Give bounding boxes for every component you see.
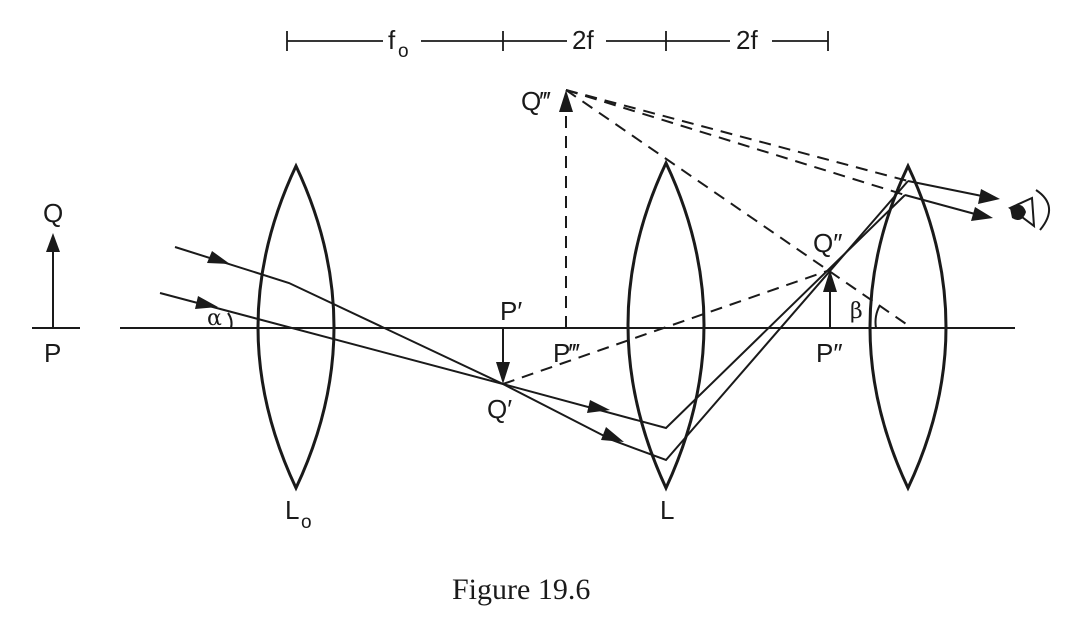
ray-upper-arrow-2 [601,427,624,442]
third-image: Q‴ P‴ [521,86,580,368]
label-third-image-base: P‴ [553,338,580,368]
label-second-image-top: Q″ [813,228,842,258]
emergent-ray-arrow-1 [978,189,1000,204]
label-middle-lens: L [660,495,674,525]
emergent-ray-arrow-2 [971,207,993,221]
label-alpha: α [207,306,222,331]
label-first-image-top: Q′ [487,394,512,424]
dashed-line-q3-upper [565,89,909,182]
ray-upper-arrow-1 [207,251,230,264]
label-object-top: Q [43,198,63,228]
scale-label-2f-second: 2f [736,25,758,55]
eye-icon [1008,189,1050,231]
label-objective-lens-subscript: o [301,512,312,533]
dashed-line-q1-q2 [502,269,831,385]
ray-upper [174,180,909,462]
angle-alpha-arc [227,312,233,329]
label-first-image-base: P′ [500,296,522,326]
ray-lower-arrow-1 [195,296,218,309]
eyepiece-lens [868,162,948,492]
label-objective-lens: L [285,495,299,525]
middle-lens [626,159,706,492]
ray-lower-arrow-2 [587,400,610,413]
dashed-line-q3-lower [565,89,906,196]
scale-label-fo: f [388,25,396,55]
label-second-image-base: P″ [816,338,843,368]
first-image: P′ Q′ [487,296,522,424]
emergent-rays [904,180,1000,221]
objective-lens [256,162,336,492]
ray-lower [159,194,906,430]
object-arrowhead [46,233,60,252]
scale-label-fo-subscript: o [398,41,409,62]
scale-label-2f-first: 2f [572,25,594,55]
second-image: Q″ P″ [813,228,843,368]
first-image-arrowhead [496,362,510,384]
second-image-arrowhead [823,270,837,292]
scale-bar: f o 2f 2f [286,25,829,62]
object-arrow: Q P [32,198,80,368]
dashed-line-q3-axis [565,89,913,329]
label-object-base: P [44,338,61,368]
label-third-image-top: Q‴ [521,86,551,116]
angle-beta-arc [874,304,881,329]
label-beta: β [850,299,863,324]
figure-caption: Figure 19.6 [452,573,590,606]
third-image-arrowhead [559,90,573,112]
